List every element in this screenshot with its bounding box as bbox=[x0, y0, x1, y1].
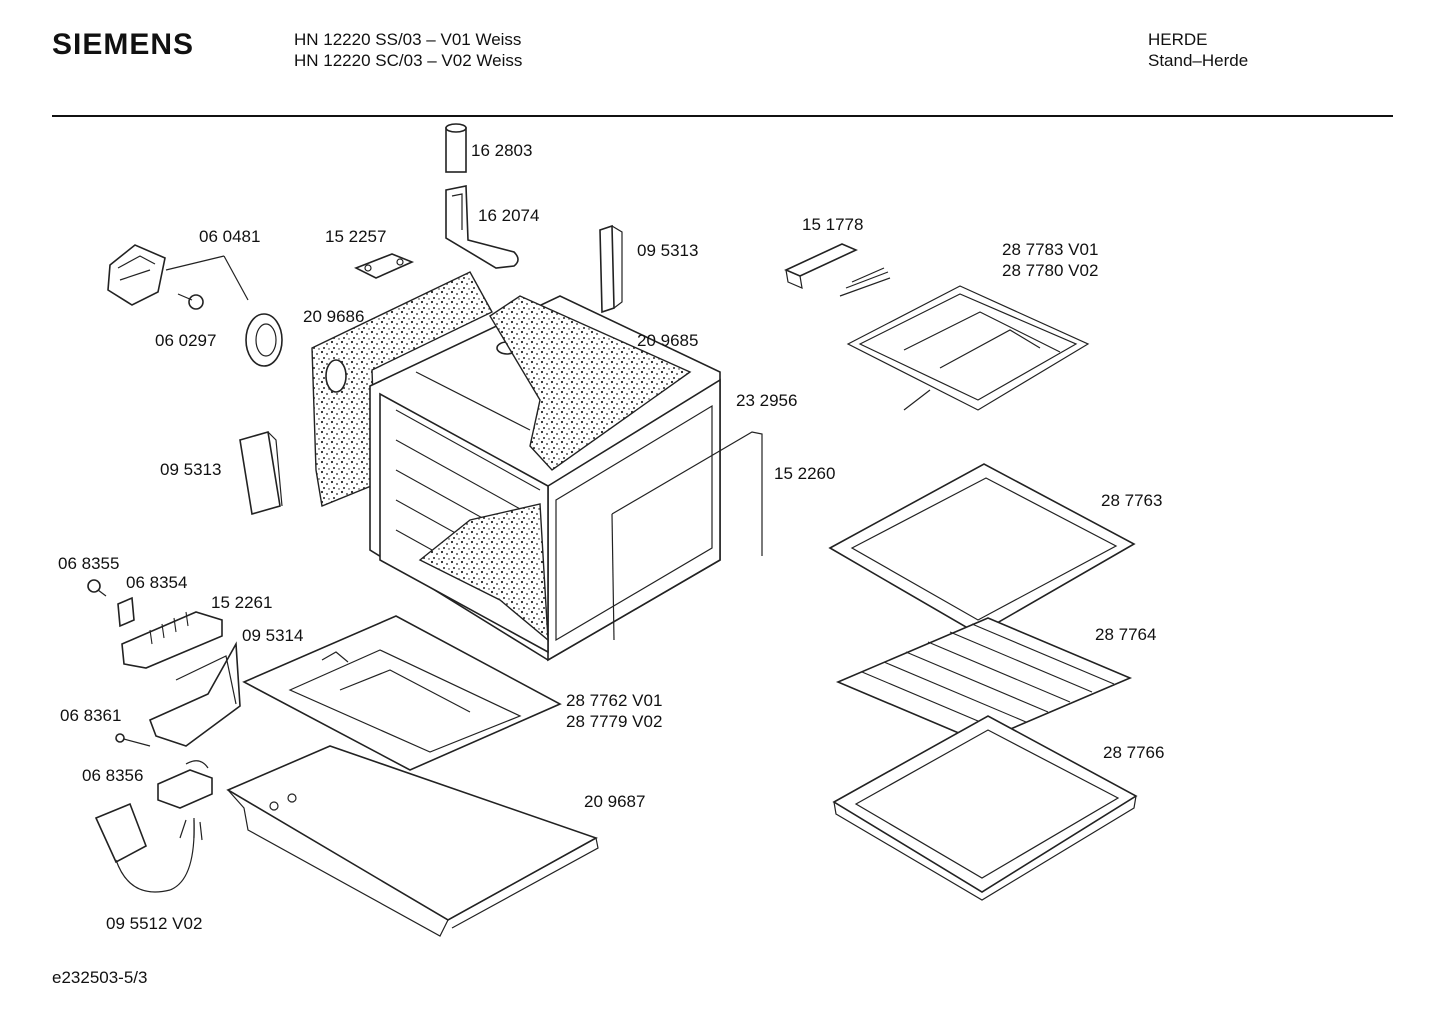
part-bottom-plate-209687 bbox=[226, 745, 599, 937]
part-cylinder-162803 bbox=[445, 123, 467, 173]
part-label: 09 5313 bbox=[160, 460, 222, 479]
drawing-code: e232503-5/3 bbox=[52, 968, 148, 987]
part-label: 28 7764 bbox=[1095, 625, 1157, 644]
part-label: 09 5314 bbox=[242, 626, 304, 645]
part-label: 16 2803 bbox=[471, 141, 533, 160]
part-label: 20 9685 bbox=[637, 331, 699, 350]
part-label: 06 8355 bbox=[58, 554, 120, 573]
part-mains-cable-095512 bbox=[94, 802, 203, 893]
part-label: 09 5512 V02 bbox=[106, 914, 203, 933]
part-label: 06 8354 bbox=[126, 573, 188, 592]
part-hinge-095313-top bbox=[599, 224, 623, 314]
part-clip-068354 bbox=[117, 596, 135, 628]
part-label: 15 2257 bbox=[325, 227, 387, 246]
part-plate-152257 bbox=[354, 253, 415, 279]
part-label: 28 7766 bbox=[1103, 743, 1165, 762]
part-bracket-162074 bbox=[445, 185, 519, 269]
part-bottom-heater-287762 bbox=[242, 615, 562, 771]
part-bracket-151778 bbox=[784, 243, 858, 289]
model-line-2: HN 12220 SC/03 – V02 Weiss bbox=[294, 51, 523, 70]
part-insulation-209685 bbox=[489, 295, 692, 471]
part-lamp-060297 bbox=[177, 293, 204, 310]
part-label: 16 2074 bbox=[478, 206, 540, 225]
part-door-seal-152260 bbox=[611, 431, 763, 641]
part-deep-tray-287766 bbox=[832, 715, 1138, 901]
category-1: HERDE bbox=[1148, 30, 1208, 49]
part-label: 09 5313 bbox=[637, 241, 699, 260]
part-label: 15 2261 bbox=[211, 593, 273, 612]
part-selector-switch-060481 bbox=[107, 244, 249, 306]
part-label: 28 7763 bbox=[1101, 491, 1163, 510]
part-strain-relief-068356 bbox=[157, 760, 213, 809]
part-label: 20 9687 bbox=[584, 792, 646, 811]
part-tray-287763 bbox=[828, 463, 1136, 635]
model-line-1: HN 12220 SS/03 – V01 Weiss bbox=[294, 30, 522, 49]
part-label: 15 2260 bbox=[774, 464, 836, 483]
part-screw-068355 bbox=[87, 579, 107, 597]
part-label: 28 7779 V02 bbox=[566, 712, 663, 731]
part-knob bbox=[245, 313, 283, 367]
category-2: Stand–Herde bbox=[1148, 51, 1249, 70]
part-label: 28 7780 V02 bbox=[1002, 261, 1099, 280]
part-label: 06 0481 bbox=[199, 227, 261, 246]
part-hinge-095313-left bbox=[239, 430, 283, 516]
part-cover-plate-095314 bbox=[148, 641, 241, 747]
part-label: 06 8361 bbox=[60, 706, 122, 725]
part-label: 06 8356 bbox=[82, 766, 144, 785]
part-label: 20 9686 bbox=[303, 307, 365, 326]
part-screw-068361 bbox=[115, 733, 151, 747]
part-label: 15 1778 bbox=[802, 215, 864, 234]
part-label: 28 7762 V01 bbox=[566, 691, 663, 710]
part-label: 06 0297 bbox=[155, 331, 217, 350]
brand-logo: SIEMENS bbox=[52, 28, 195, 61]
part-terminal-block-152261 bbox=[121, 611, 223, 669]
part-grill-element-287783 bbox=[839, 267, 1090, 411]
part-label: 23 2956 bbox=[736, 391, 798, 410]
part-label: 28 7783 V01 bbox=[1002, 240, 1099, 259]
